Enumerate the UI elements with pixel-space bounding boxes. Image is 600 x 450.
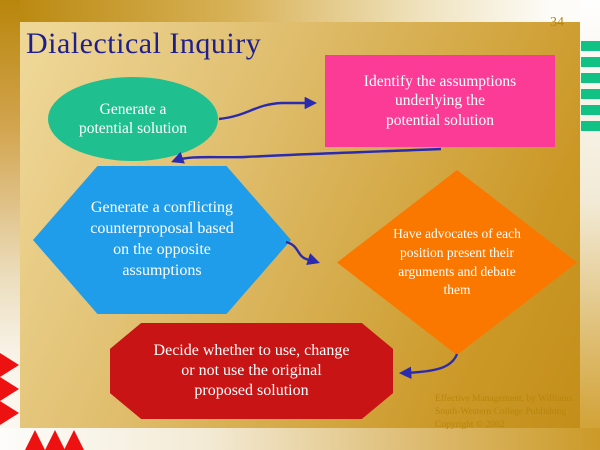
credit-line: South-Western College Publishing [435,407,567,417]
border-strip-top [0,0,600,22]
page-number: 34 [550,15,564,30]
flow-step-label: Generate a potential solution [78,100,188,137]
border-strip-left [0,0,20,450]
credit-line: Copyright © 2002 [435,420,505,430]
flow-step-counterproposal: Generate a conflicting counterproposal b… [33,166,291,314]
flow-step-label: Decide whether to use, change or not use… [153,342,350,399]
border-strip-bottom [0,428,600,450]
flow-step-generate-solution: Generate a potential solution [48,77,218,161]
flow-step-decide: Decide whether to use, change or not use… [110,323,393,419]
deco-green-bar [581,73,600,83]
deco-green-bar [581,105,600,115]
flow-step-label: Generate a conflicting counterproposal b… [90,199,234,279]
flow-step-identify-assumptions: Identify the assumptions underlying the … [325,55,555,147]
deco-green-bar [581,57,600,67]
border-strip-right [580,0,600,450]
credit-line: Effective Management, by Williams [435,394,573,404]
flow-step-label: Identify the assumptions underlying the … [363,72,517,129]
deco-green-bar [581,89,600,99]
deco-green-bar [581,121,600,131]
page-title: Dialectical Inquiry [26,27,262,60]
deco-green-bar [581,41,600,51]
flow-step-label: Have advocates of each position present … [393,225,521,298]
copyright-credits: Effective Management, by Williams South-… [435,393,600,432]
